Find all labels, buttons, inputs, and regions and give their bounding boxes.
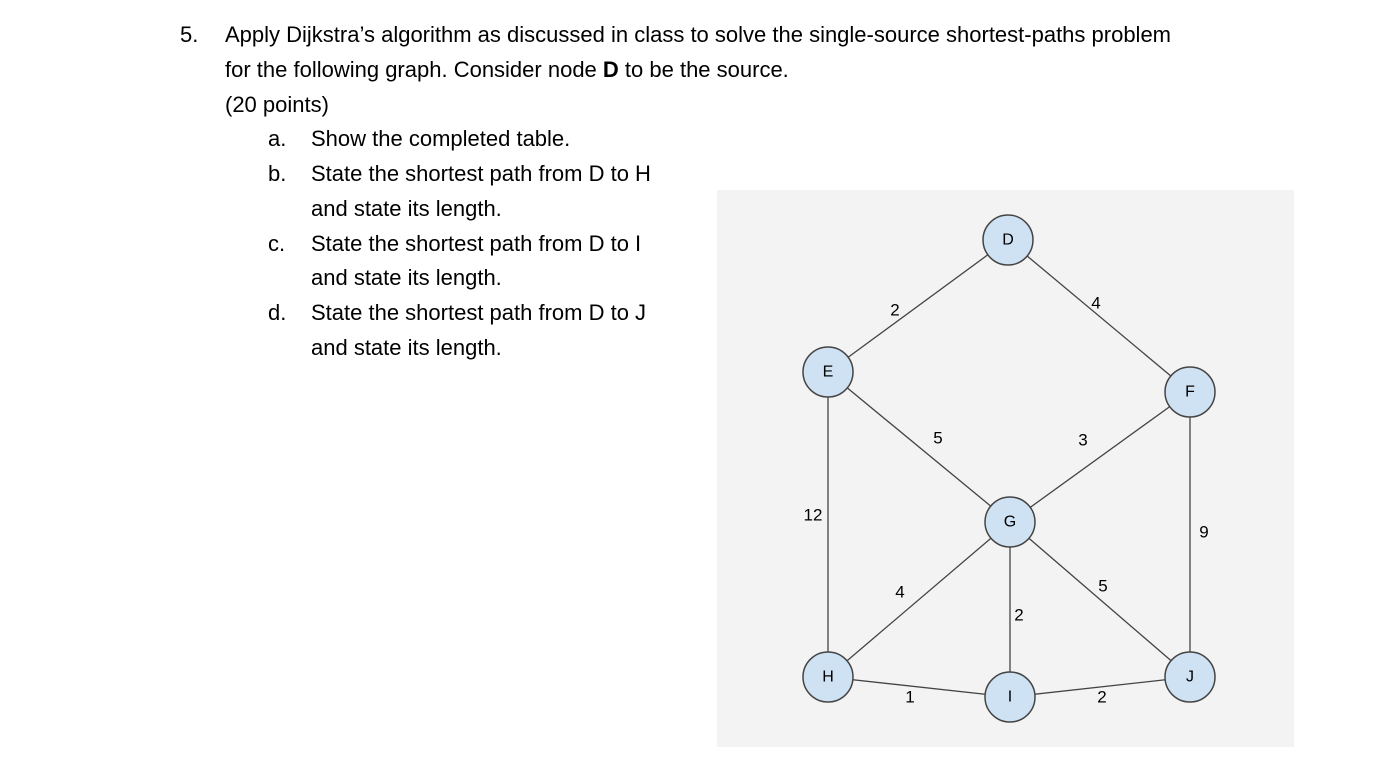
node-d: D (982, 214, 1034, 266)
node-circle-d (982, 214, 1034, 266)
edge-e-g (827, 371, 1011, 523)
part-a-letter: a. (268, 126, 287, 151)
edge-weight-d-e: 2 (890, 301, 899, 320)
edge-i-j (1009, 676, 1191, 698)
edge-g-h (827, 521, 1011, 678)
question-text-line-2-post: to be the source. (618, 57, 789, 82)
part-c-text-line-2: and state its length. (311, 265, 502, 290)
edge-weight-g-i: 2 (1014, 606, 1023, 625)
node-circle-j (1164, 651, 1216, 703)
part-b-text-line-1: State the shortest path from D to H (311, 161, 651, 186)
node-label-j: J (1186, 669, 1194, 686)
part-d-text-line-2: and state its length. (311, 335, 502, 360)
edge-weight-h-i: 1 (905, 688, 914, 707)
question-points: (20 points) (225, 92, 329, 117)
node-label-e: E (823, 364, 834, 381)
edge-weight-d-f: 4 (1091, 294, 1100, 313)
node-j: J (1164, 651, 1216, 703)
edge-weight-g-h: 4 (895, 583, 904, 602)
node-g: G (984, 496, 1036, 548)
node-circle-e (802, 346, 854, 398)
part-c-letter: c. (268, 231, 286, 256)
edge-weight-g-j: 5 (1098, 577, 1107, 596)
node-label-i: I (1008, 689, 1012, 706)
edge-d-f (1007, 239, 1191, 393)
source-node-bold: D (602, 57, 619, 82)
edge-weight-f-j: 9 (1199, 523, 1208, 542)
node-e: E (802, 346, 854, 398)
part-c-text-line-1: State the shortest path from D to I (311, 231, 642, 256)
nodes-layer: D E F G H I J (802, 214, 1216, 723)
edge-f-g (1009, 391, 1191, 523)
node-label-f: F (1185, 384, 1195, 401)
part-a-text: Show the completed table. (311, 126, 571, 151)
node-label-h: H (822, 669, 834, 686)
node-circle-f (1164, 366, 1216, 418)
edge-d-e (827, 239, 1009, 373)
node-f: F (1164, 366, 1216, 418)
part-b-text-line-2: and state its length. (311, 196, 502, 221)
part-d-text-line-1: State the shortest path from D to J (311, 300, 647, 325)
node-label-d: D (1002, 232, 1014, 249)
node-circle-g (984, 496, 1036, 548)
node-label-g: G (1004, 514, 1016, 531)
part-b-letter: b. (268, 161, 287, 186)
node-i: I (984, 671, 1036, 723)
part-d-letter: d. (268, 300, 287, 325)
question-text-line-2-pre: for the following graph. Consider node (225, 57, 603, 82)
question-text-line-2: for the following graph. Consider node D… (225, 57, 789, 83)
node-circle-i (984, 671, 1036, 723)
node-circle-h (802, 651, 854, 703)
question-number: 5. (180, 22, 199, 47)
edge-weight-f-g: 3 (1078, 431, 1087, 450)
node-h: H (802, 651, 854, 703)
edges-layer (827, 239, 1191, 698)
question-text-line-1: Apply Dijkstra’s algorithm as discussed … (225, 22, 1172, 47)
edge-weight-e-h: 12 (804, 506, 823, 525)
edge-g-j (1009, 521, 1191, 678)
edge-weight-e-g: 5 (933, 429, 942, 448)
edge-weight-i-j: 2 (1097, 688, 1106, 707)
edge-h-i (827, 676, 1011, 698)
